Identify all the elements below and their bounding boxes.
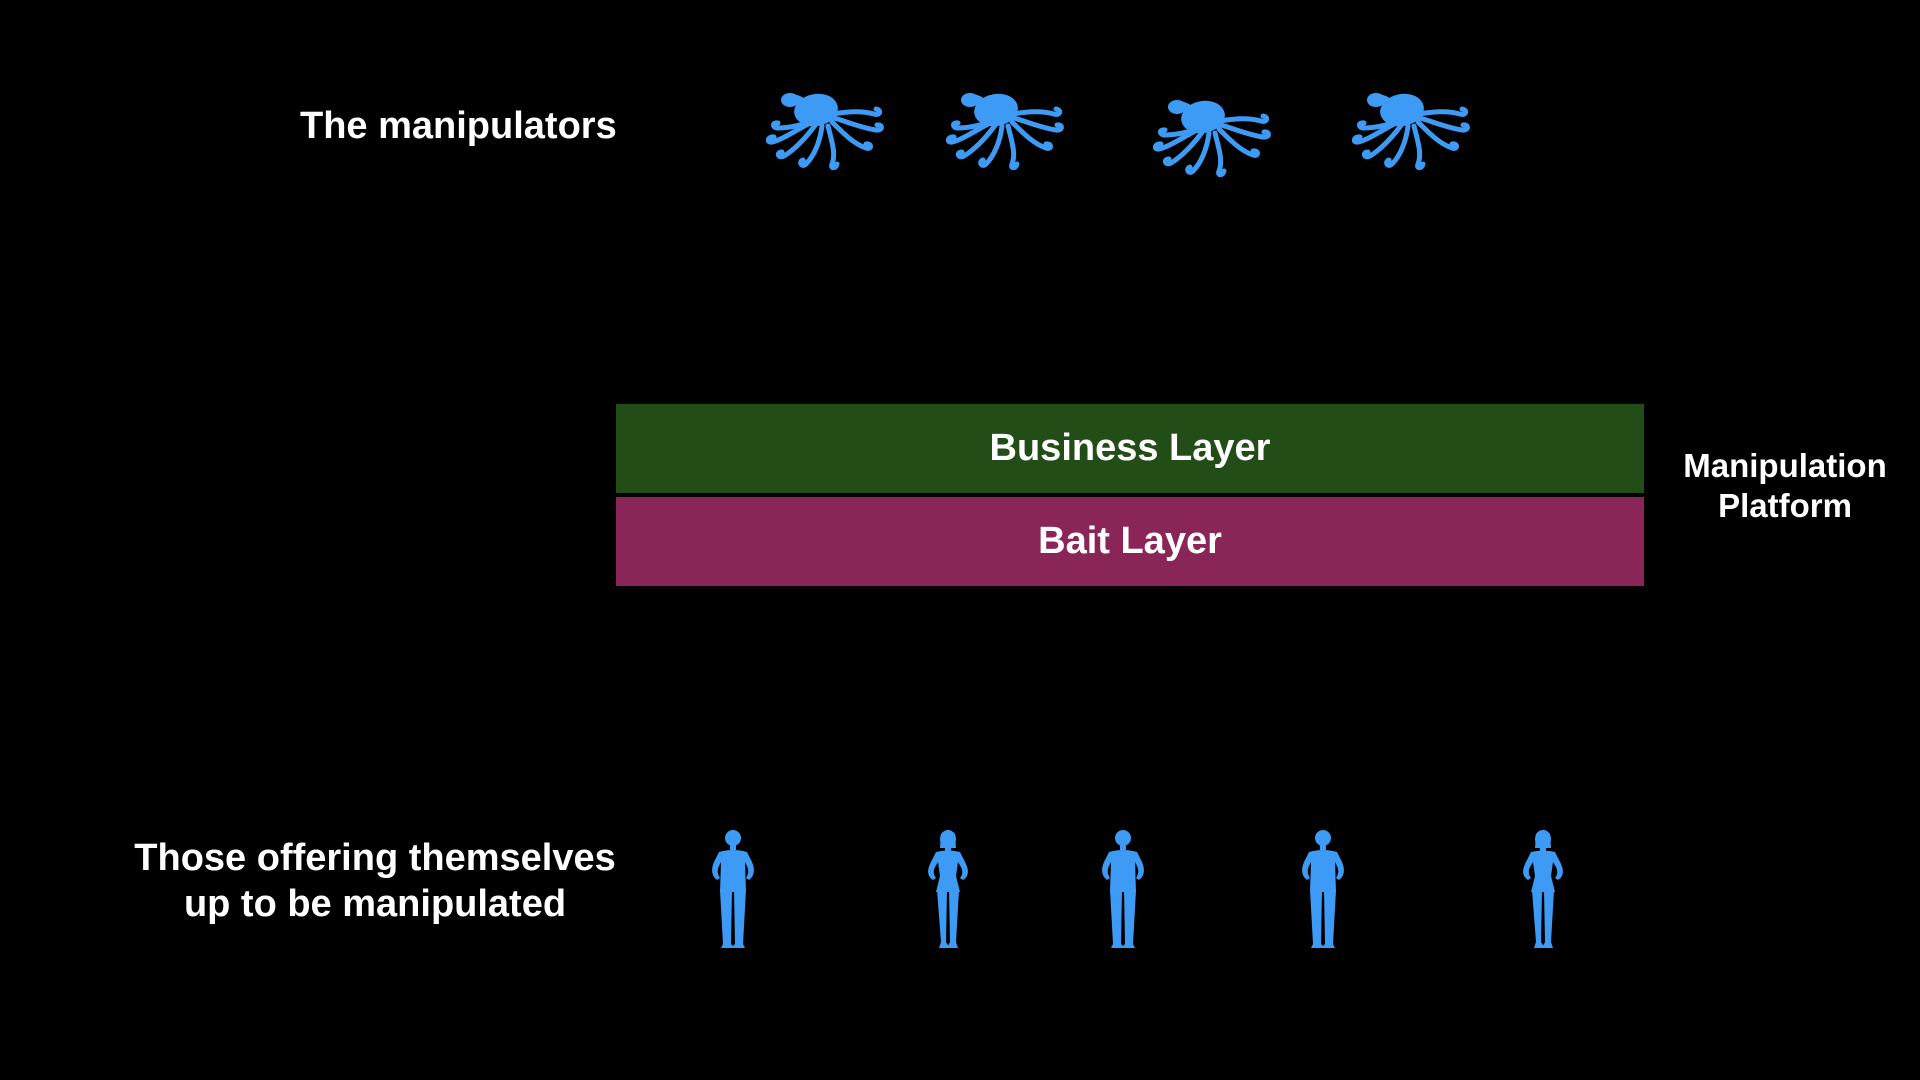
manipulation-platform-stack: Business Layer Bait Layer (616, 404, 1644, 586)
platform-label-line-1: Manipulation (1683, 447, 1887, 484)
manipulation-platform-label: Manipulation Platform (1650, 446, 1920, 525)
man-icon (712, 830, 754, 948)
man-icon (1302, 830, 1344, 948)
woman-icon (1523, 830, 1563, 948)
woman-icon (928, 830, 968, 948)
business-layer: Business Layer (616, 404, 1644, 493)
people-label-line-1: Those offering themselves (134, 837, 616, 879)
platform-label-line-2: Platform (1718, 486, 1852, 524)
bait-layer: Bait Layer (616, 497, 1644, 586)
man-icon (1102, 830, 1144, 948)
octopus-icon (1352, 86, 1472, 170)
people-label: Those offering themselves up to be manip… (90, 836, 660, 927)
octopus-icon (1153, 93, 1273, 177)
manipulators-label: The manipulators (300, 105, 617, 147)
octopus-icon (766, 86, 886, 170)
octopus-icon (946, 86, 1066, 170)
people-label-line-2: up to be manipulated (183, 882, 567, 925)
